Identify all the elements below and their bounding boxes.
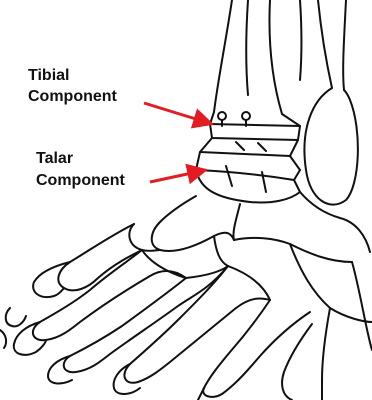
talar-component [196,152,300,203]
talar-label-line1: Talar [36,150,73,167]
tibial-label-line1: Tibial [28,67,70,84]
talus-calcaneus [160,192,372,322]
tibial-label-line2: Component [28,88,118,105]
talar-component-label: Talar Component [36,150,126,189]
tibial-component [200,112,300,170]
tibial-arrow [144,103,212,124]
midfoot-bones [129,222,270,300]
toe-tips [0,308,26,348]
talar-label-line2: Component [36,172,126,189]
tibia [210,0,302,126]
metatarsals-and-toes [14,224,372,400]
fibula [304,0,357,205]
tibial-component-label: Tibial Component [28,67,118,105]
